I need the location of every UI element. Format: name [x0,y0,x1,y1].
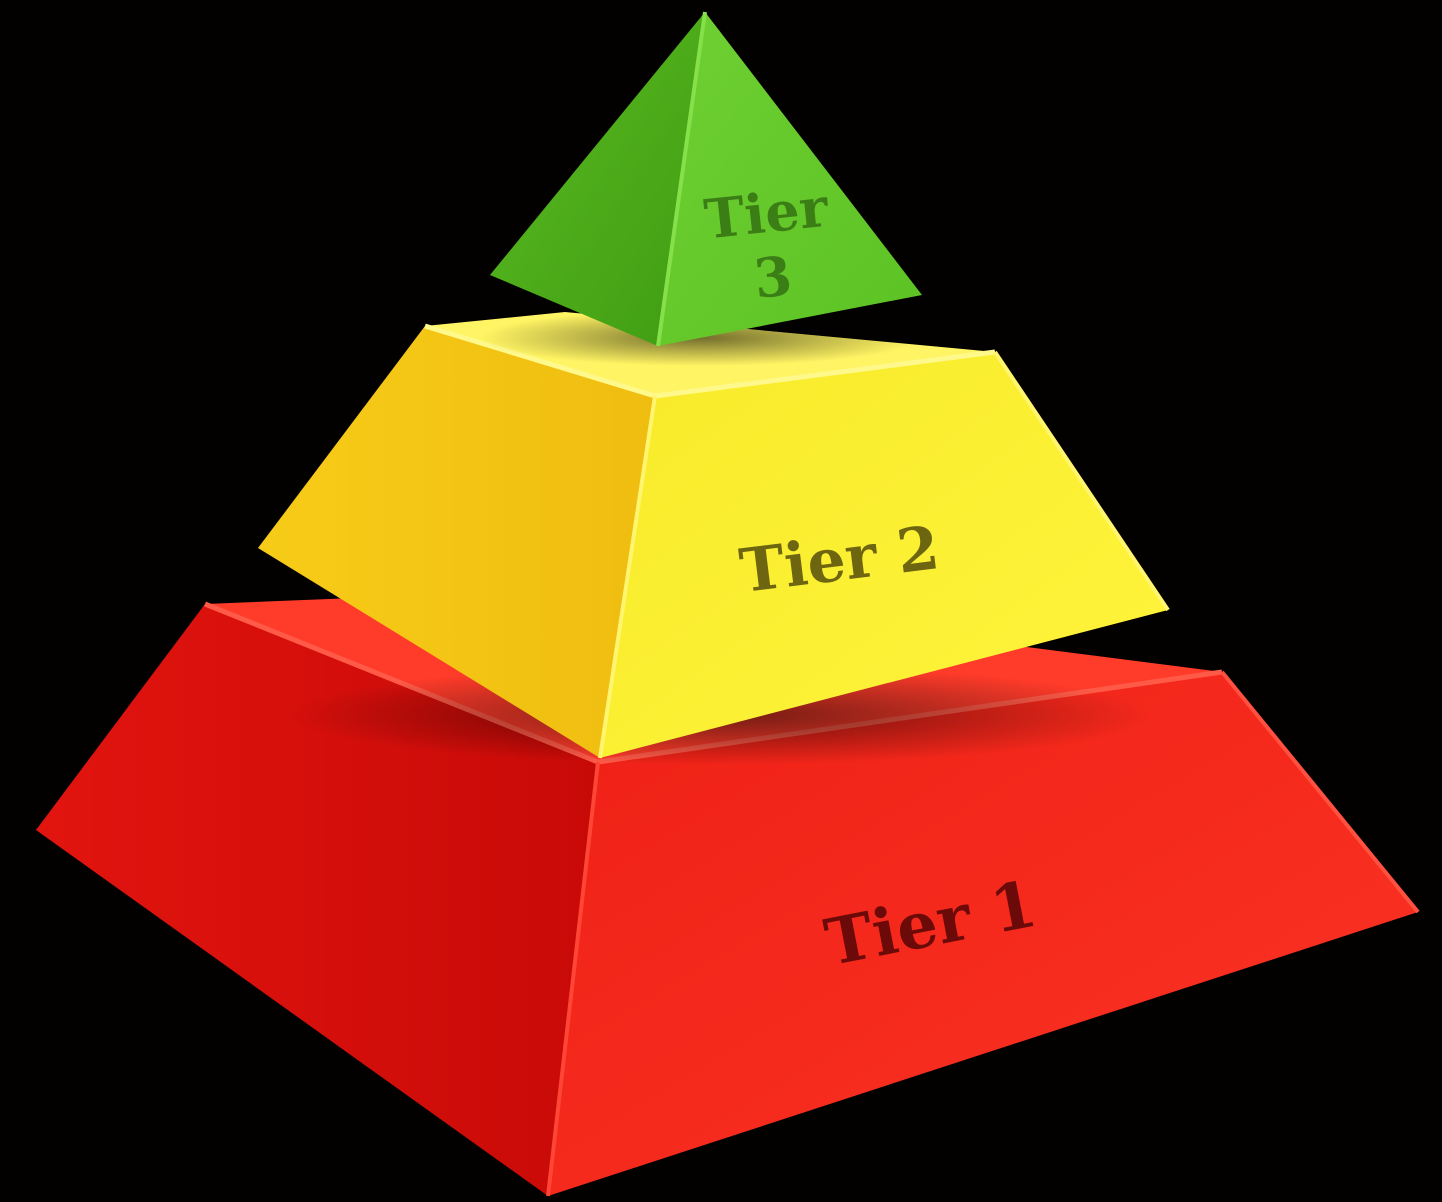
tier-3-label-line-2: 3 [751,243,795,311]
tier-3-label-line-1: Tier [701,175,831,252]
tier-3-block [490,12,922,346]
